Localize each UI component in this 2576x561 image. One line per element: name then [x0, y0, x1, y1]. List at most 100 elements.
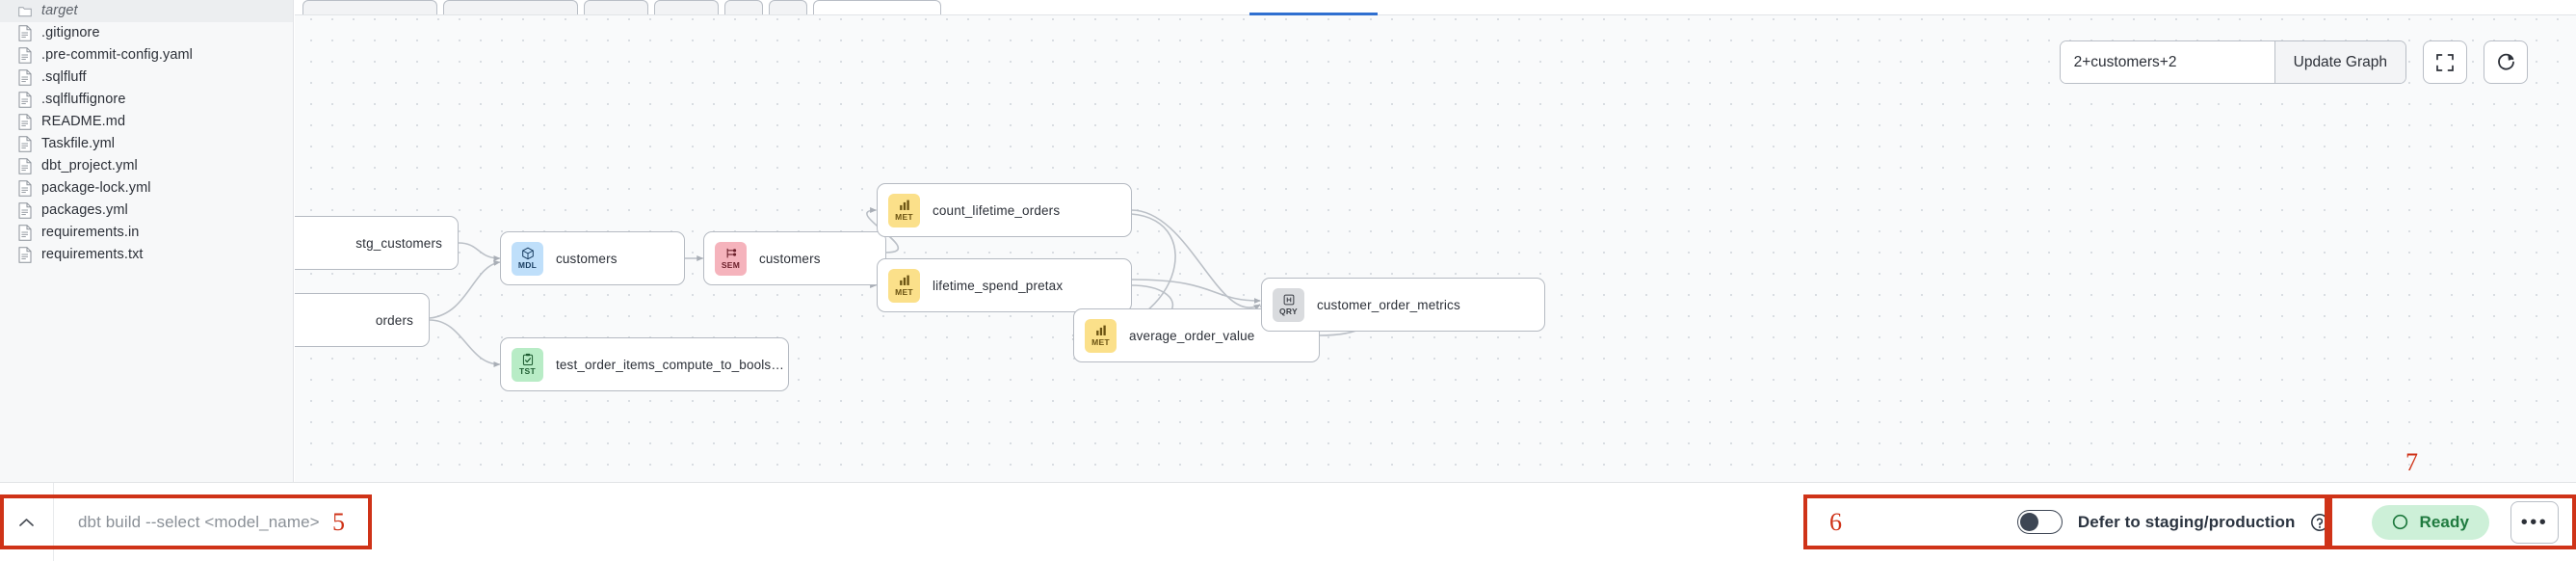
tab-stub[interactable]: [302, 0, 437, 14]
file-row-requirements-txt[interactable]: requirements.txt: [0, 244, 293, 266]
graph-node-customers_mdl[interactable]: MDL customers: [500, 231, 685, 285]
help-circle-icon[interactable]: [2310, 513, 2329, 532]
file-icon: [18, 158, 32, 174]
refresh-button[interactable]: [2484, 40, 2528, 84]
defer-toggle-group: Defer to staging/production: [1985, 510, 2352, 534]
file-row--sqlfluffignore[interactable]: .sqlfluffignore: [0, 89, 293, 111]
met-glyph-icon: [1095, 325, 1106, 335]
file-label: .gitignore: [41, 25, 100, 40]
node-badge-qry: QRY: [1273, 287, 1304, 322]
file-icon: [18, 202, 32, 219]
graph-node-lifetime_spend_pretax[interactable]: MET lifetime_spend_pretax: [877, 258, 1132, 312]
node-badge-text: QRY: [1278, 307, 1298, 316]
tab-stub[interactable]: [769, 0, 807, 14]
file-icon: [18, 69, 32, 86]
node-label: test_order_items_compute_to_bools…: [556, 357, 784, 372]
tab-stub[interactable]: [654, 0, 719, 14]
node-badge-text: MDL: [517, 260, 538, 270]
graph-search-input[interactable]: [2060, 41, 2274, 83]
file-row-packages-yml[interactable]: packages.yml: [0, 200, 293, 222]
bottom-bar-right: Defer to staging/production Ready •••: [1985, 500, 2576, 544]
file-icon: [18, 92, 32, 108]
file-icon: [18, 47, 32, 64]
tab-stub[interactable]: [584, 0, 648, 14]
tst-glyph-icon: [522, 353, 533, 366]
file-row--sqlfluff[interactable]: .sqlfluff: [0, 67, 293, 89]
bottom-status-bar: dbt build --select <model_name> Defer to…: [0, 482, 2576, 561]
file-label: README.md: [41, 114, 126, 129]
node-badge-text: MET: [1091, 337, 1110, 347]
command-hint-input[interactable]: dbt build --select <model_name>: [78, 512, 320, 531]
chevron-up-icon: [19, 518, 34, 526]
folder-icon: [18, 7, 32, 17]
file-label: requirements.in: [41, 225, 140, 240]
file-label: .pre-commit-config.yaml: [41, 47, 193, 63]
file-icon: [18, 136, 32, 152]
more-options-button[interactable]: •••: [2510, 500, 2559, 544]
file-icon: [18, 114, 32, 130]
node-badge-met: MET: [888, 193, 920, 227]
file-row-target[interactable]: target: [0, 0, 293, 22]
tab-stub[interactable]: [724, 0, 763, 14]
node-label: stg_customers: [355, 235, 442, 251]
refresh-icon: [2497, 53, 2514, 70]
graph-node-test_order_items[interactable]: TST test_order_items_compute_to_bools…: [500, 337, 789, 391]
file-icon: [18, 25, 32, 41]
node-badge-tst: TST: [512, 347, 543, 382]
file-row-package-lock-yml[interactable]: package-lock.yml: [0, 177, 293, 200]
node-label: customers: [759, 251, 821, 266]
ellipsis-icon: •••: [2520, 511, 2549, 533]
node-badge-text: MET: [895, 212, 913, 222]
graph-node-stg_customers[interactable]: stg_customers: [295, 216, 459, 270]
update-graph-button[interactable]: Update Graph: [2274, 41, 2405, 83]
graph-node-customer_order_metrics[interactable]: QRY customer_order_metrics: [1261, 278, 1545, 332]
file-label: target: [41, 3, 78, 18]
file-icon: [18, 180, 32, 197]
node-badge-met: MET: [888, 268, 920, 303]
file-label: requirements.txt: [41, 247, 144, 262]
met-glyph-icon: [899, 200, 909, 210]
defer-toggle[interactable]: [2016, 510, 2063, 534]
fullscreen-button[interactable]: [2423, 40, 2467, 84]
fullscreen-icon: [2436, 53, 2454, 71]
file-label: package-lock.yml: [41, 180, 151, 196]
graph-node-customers_sem[interactable]: SEM customers: [703, 231, 886, 285]
graph-node-count_lifetime_orders[interactable]: MET count_lifetime_orders: [877, 183, 1132, 237]
file-row-taskfile-yml[interactable]: Taskfile.yml: [0, 133, 293, 155]
node-badge-text: TST: [519, 366, 536, 376]
tab-stub[interactable]: [443, 0, 578, 14]
status-ready[interactable]: Ready: [2372, 504, 2489, 540]
node-label: orders: [375, 312, 413, 328]
status-label: Ready: [2419, 512, 2469, 531]
mdl-glyph-icon: [521, 247, 534, 260]
node-badge-sem: SEM: [715, 241, 747, 276]
toggle-knob: [2019, 512, 2038, 531]
collapse-panel-button[interactable]: [0, 482, 54, 561]
file-row--gitignore[interactable]: .gitignore: [0, 22, 293, 44]
graph-search-group: Update Graph: [2059, 40, 2406, 84]
file-row-requirements-in[interactable]: requirements.in: [0, 222, 293, 244]
file-label: packages.yml: [41, 202, 128, 218]
node-label: count_lifetime_orders: [933, 202, 1061, 218]
file-label: .sqlfluff: [41, 69, 87, 85]
node-label: lifetime_spend_pretax: [933, 278, 1064, 293]
graph-node-orders[interactable]: orders: [295, 293, 430, 347]
file-row-dbt-project-yml[interactable]: dbt_project.yml: [0, 155, 293, 177]
node-badge-mdl: MDL: [512, 241, 543, 276]
file-label: dbt_project.yml: [41, 158, 138, 174]
node-badge-met: MET: [1085, 318, 1117, 353]
file-label: Taskfile.yml: [41, 136, 116, 151]
editor-tab-strip[interactable]: [295, 0, 2576, 15]
file-icon: [18, 247, 32, 263]
node-badge-text: MET: [895, 287, 913, 297]
graph-toolbar: Update Graph: [2059, 40, 2528, 84]
node-label: customers: [556, 251, 618, 266]
file-row--pre-commit-config-yaml[interactable]: .pre-commit-config.yaml: [0, 44, 293, 67]
file-explorer: target .gitignore .pre-commit-config.yaml.…: [0, 0, 294, 482]
file-row-readme-md[interactable]: README.md: [0, 111, 293, 133]
file-icon: [18, 225, 32, 241]
tab-stub-active[interactable]: [813, 0, 941, 14]
node-label: customer_order_metrics: [1317, 297, 1460, 312]
